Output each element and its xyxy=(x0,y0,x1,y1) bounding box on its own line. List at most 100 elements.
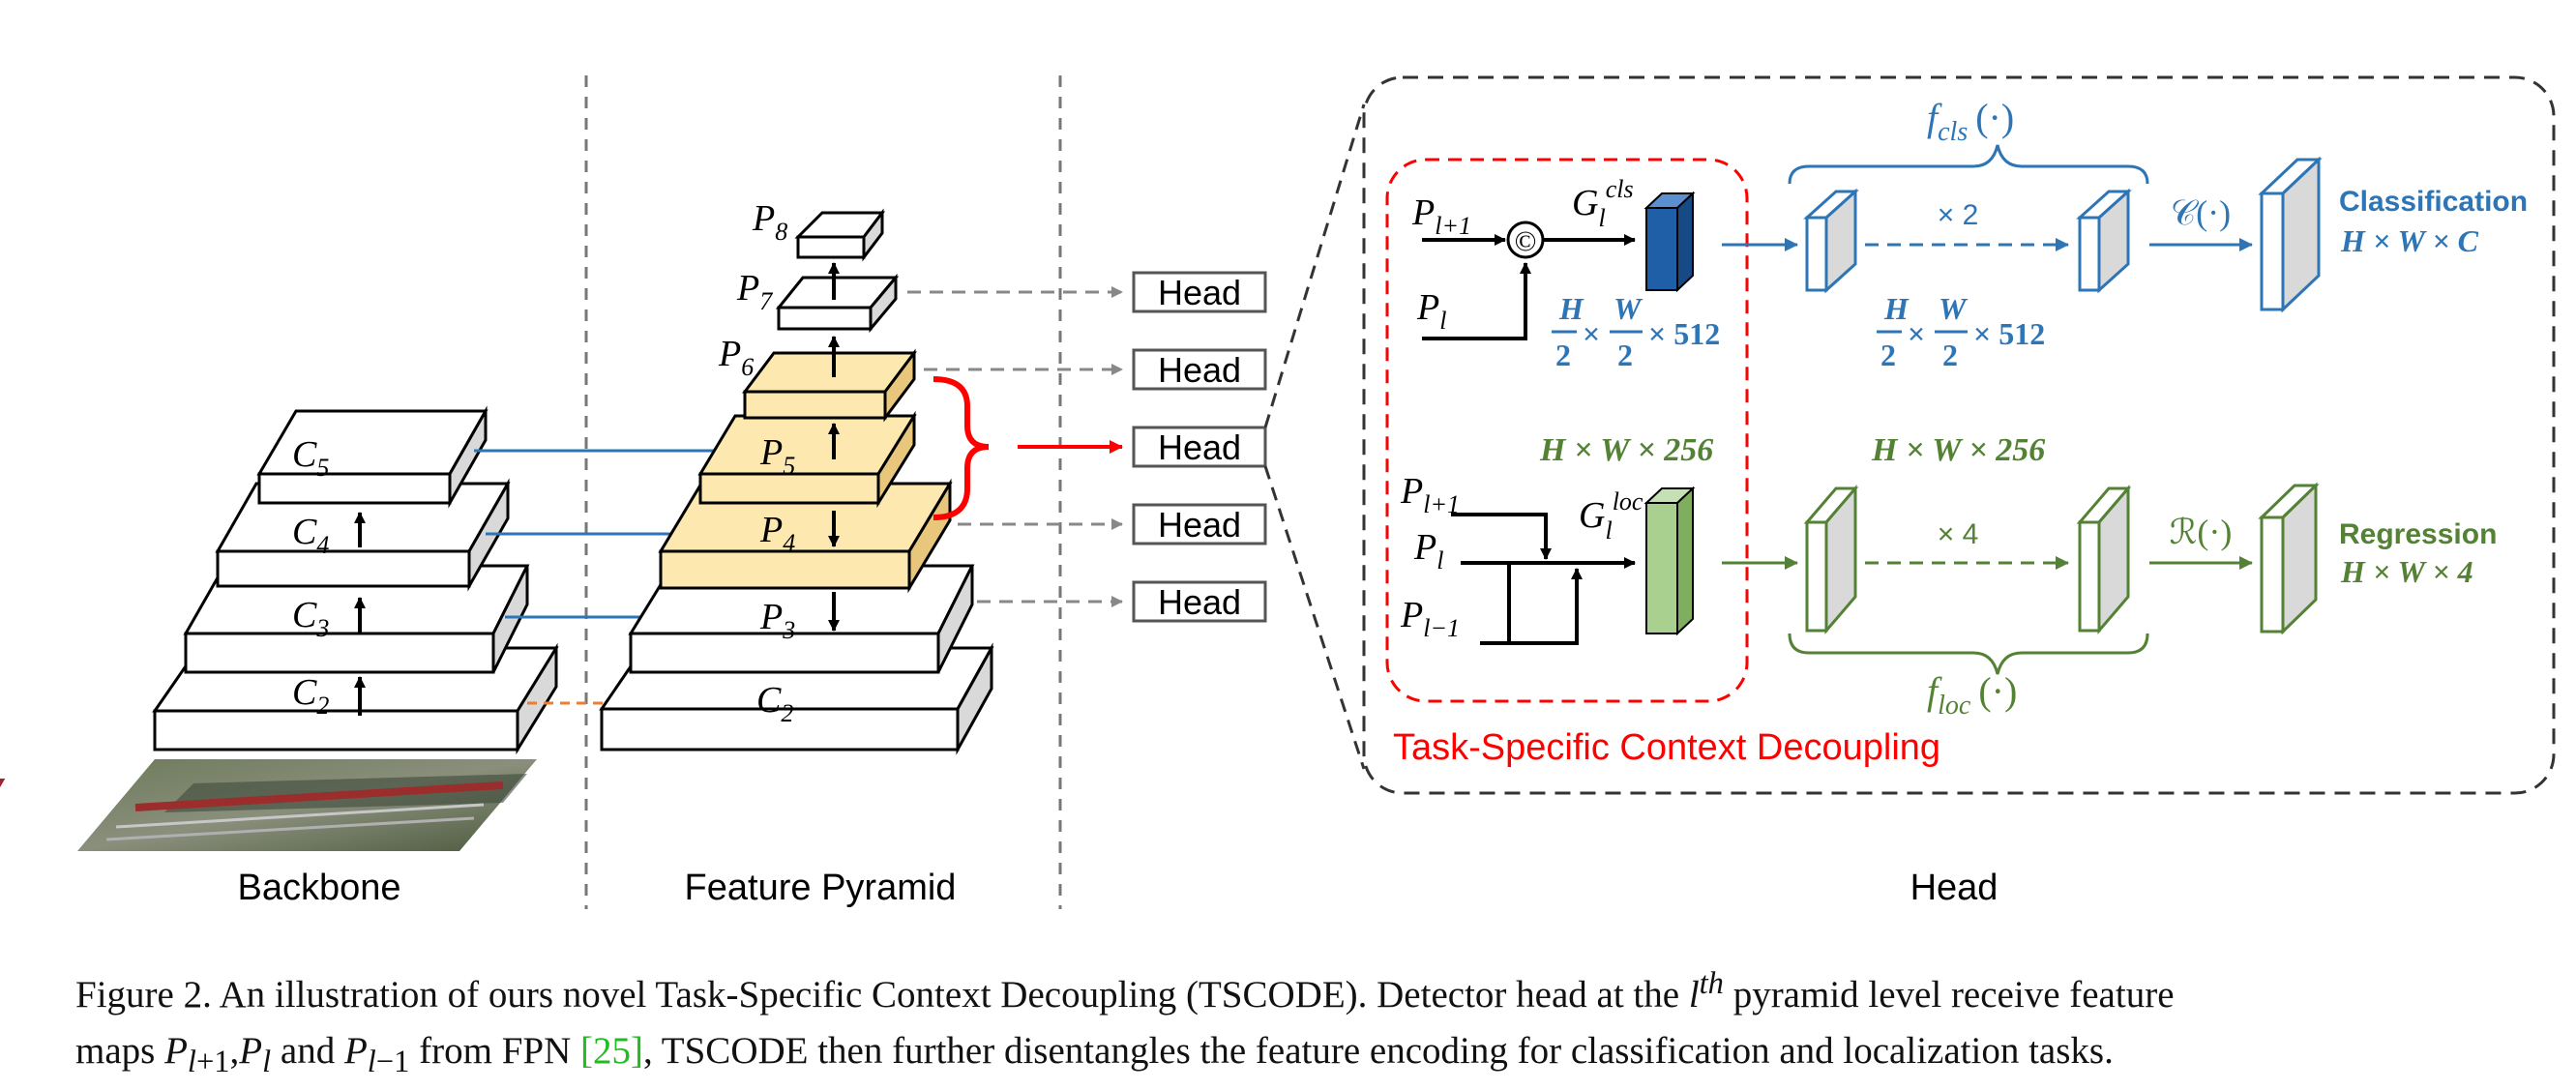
loc-feature-block xyxy=(1643,486,1696,636)
decoupling-box xyxy=(1385,158,1749,703)
loc-func-label: floc(·) xyxy=(1927,669,2017,721)
red-brace xyxy=(933,376,990,520)
zoom-line-top xyxy=(1263,103,1366,428)
cls-decoupling: Pl+1 © Pl Glcls H 2 × W 2 × 512 xyxy=(1411,175,1720,372)
svg-text:Head: Head xyxy=(1158,427,1241,467)
head-detail-panel xyxy=(1362,75,2556,795)
svg-text:H: H xyxy=(1558,291,1584,326)
cls-feature-label: Glcls xyxy=(1572,175,1634,232)
section-label-feature-pyramid: Feature Pyramid xyxy=(685,868,957,908)
head-boxes: Head Head Head Head Head xyxy=(1132,271,1267,623)
cls-dims: H 2 × W 2 × 512 xyxy=(1552,291,1720,372)
head-box: Head xyxy=(1132,580,1267,623)
tscode-diagram: C5 C4 C3 C2 Backbone xyxy=(0,75,2556,909)
label-c5: C5 xyxy=(292,434,329,482)
loc-input-pl: Pl xyxy=(1413,527,1443,574)
svg-text:Head: Head xyxy=(1158,582,1241,622)
label-p6: P6 xyxy=(718,334,754,381)
loc-input-pl-1: Pl−1 xyxy=(1400,595,1460,642)
backbone: C5 C4 C3 C2 Backbone xyxy=(0,405,559,908)
cls-repeat: × 2 xyxy=(1938,199,1979,231)
caption-text-2-start: maps xyxy=(75,1030,156,1072)
section-label-head: Head xyxy=(1910,868,1999,908)
feature-pyramid: P8 P7 P6 P5 P4 P3 C2 Feature Pyramid xyxy=(599,198,994,908)
pyramid-level-p6 xyxy=(742,348,917,423)
loc-feature-label: Glloc xyxy=(1579,487,1643,545)
caption-level-var: l xyxy=(1688,974,1700,1016)
caption-ref-link[interactable]: [25] xyxy=(580,1030,643,1072)
loc-branch: H × W × 256 × 4 ℛ(·) Regression H × W × … xyxy=(1722,432,2497,721)
section-label-backbone: Backbone xyxy=(237,868,400,908)
caption-text-2-mid: from FPN xyxy=(419,1030,572,1072)
svg-text:2: 2 xyxy=(1555,338,1571,372)
zoom-line-bottom xyxy=(1263,465,1366,770)
cls-feature-block xyxy=(1643,191,1696,293)
svg-text:Head: Head xyxy=(1158,505,1241,545)
input-image xyxy=(0,759,537,851)
svg-text:2: 2 xyxy=(1880,338,1896,372)
cls-branch: fcls(·) × 2 H 2 × W 2 × 512 𝒞(·) xyxy=(1722,96,2528,372)
cls-output-label: Classification xyxy=(2339,186,2528,218)
pyramid-level-p8 xyxy=(794,208,886,262)
svg-text:Head: Head xyxy=(1158,273,1241,312)
svg-text:2: 2 xyxy=(1942,338,1958,372)
svg-text:Head: Head xyxy=(1158,350,1241,390)
head-box: Head xyxy=(1132,503,1267,545)
backbone-level-c5 xyxy=(256,405,489,509)
cls-conv-block xyxy=(1803,188,1859,294)
loc-input-pl1: Pl+1 xyxy=(1400,471,1460,518)
label-c3: C3 xyxy=(292,595,329,642)
loc-conv-block xyxy=(1803,484,1859,635)
head-box: Head xyxy=(1132,426,1267,468)
svg-text:©: © xyxy=(1515,225,1537,257)
loc-decoupling: H × W × 256 Pl+1 Pl Pl−1 Glloc xyxy=(1400,432,1713,645)
label-p3: P3 xyxy=(759,597,795,644)
label-c2: C2 xyxy=(292,672,329,720)
caption-text-1: An illustration of ours novel Task-Speci… xyxy=(219,974,1680,1016)
caption-line-2: maps Pl+1,Pl and Pl−1 from FPN [25], TSC… xyxy=(75,1030,2114,1079)
caption-prefix: Figure 2. xyxy=(75,974,212,1016)
head-box: Head xyxy=(1132,348,1267,391)
loc-conv-block xyxy=(2076,484,2132,635)
caption-text-2-end: , TSCODE then further disentangles the f… xyxy=(643,1030,2114,1072)
cls-brace xyxy=(1788,144,2149,185)
caption-text-1-end: pyramid level receive feature xyxy=(1732,974,2175,1016)
pyramid-level-p7 xyxy=(775,273,900,334)
svg-text:×: × xyxy=(1583,316,1600,351)
pyramid-level-p5 xyxy=(697,410,917,509)
loc-brace xyxy=(1788,633,2149,675)
head-box: Head xyxy=(1132,271,1267,313)
cls-branch-dims: H 2 × W 2 × 512 xyxy=(1877,291,2045,372)
svg-text:H: H xyxy=(1883,291,1910,326)
cls-output-dims: H × W × C xyxy=(2340,223,2479,258)
label-p7: P7 xyxy=(736,268,773,315)
loc-branch-dims: H × W × 256 xyxy=(1871,432,2045,468)
cls-input-pl: Pl xyxy=(1416,287,1446,335)
caption-superscript: th xyxy=(1699,966,1724,1001)
loc-op: ℛ(·) xyxy=(2170,513,2233,551)
label-pyramid-c2: C2 xyxy=(756,680,793,727)
label-c4: C4 xyxy=(292,512,329,559)
label-p4: P4 xyxy=(759,510,795,557)
svg-text:×: × xyxy=(1908,316,1925,351)
loc-output-dims: H × W × 4 xyxy=(2340,554,2473,589)
cls-op: 𝒞(·) xyxy=(2171,193,2231,232)
svg-text:W: W xyxy=(1939,291,1969,326)
loc-output-block xyxy=(2258,482,2320,635)
decoupling-title: Task-Specific Context Decoupling xyxy=(1393,727,1940,768)
cls-conv-block xyxy=(2076,188,2132,294)
loc-dims: H × W × 256 xyxy=(1539,432,1713,468)
cls-func-label: fcls(·) xyxy=(1927,96,2014,147)
figure-caption: Figure 2. An illustration of ours novel … xyxy=(75,956,2552,1090)
cls-output-block xyxy=(2258,156,2323,313)
cls-input-pl1: Pl+1 xyxy=(1411,192,1471,240)
svg-text:2: 2 xyxy=(1617,338,1633,372)
loc-repeat: × 4 xyxy=(1938,518,1979,550)
svg-text:W: W xyxy=(1614,291,1643,326)
caption-line-1: Figure 2. An illustration of ours novel … xyxy=(75,956,2552,1023)
loc-output-label: Regression xyxy=(2339,518,2497,550)
svg-text:× 512: × 512 xyxy=(1648,316,1720,351)
label-p5: P5 xyxy=(759,432,795,480)
svg-text:× 512: × 512 xyxy=(1973,316,2045,351)
label-p8: P8 xyxy=(752,198,787,246)
